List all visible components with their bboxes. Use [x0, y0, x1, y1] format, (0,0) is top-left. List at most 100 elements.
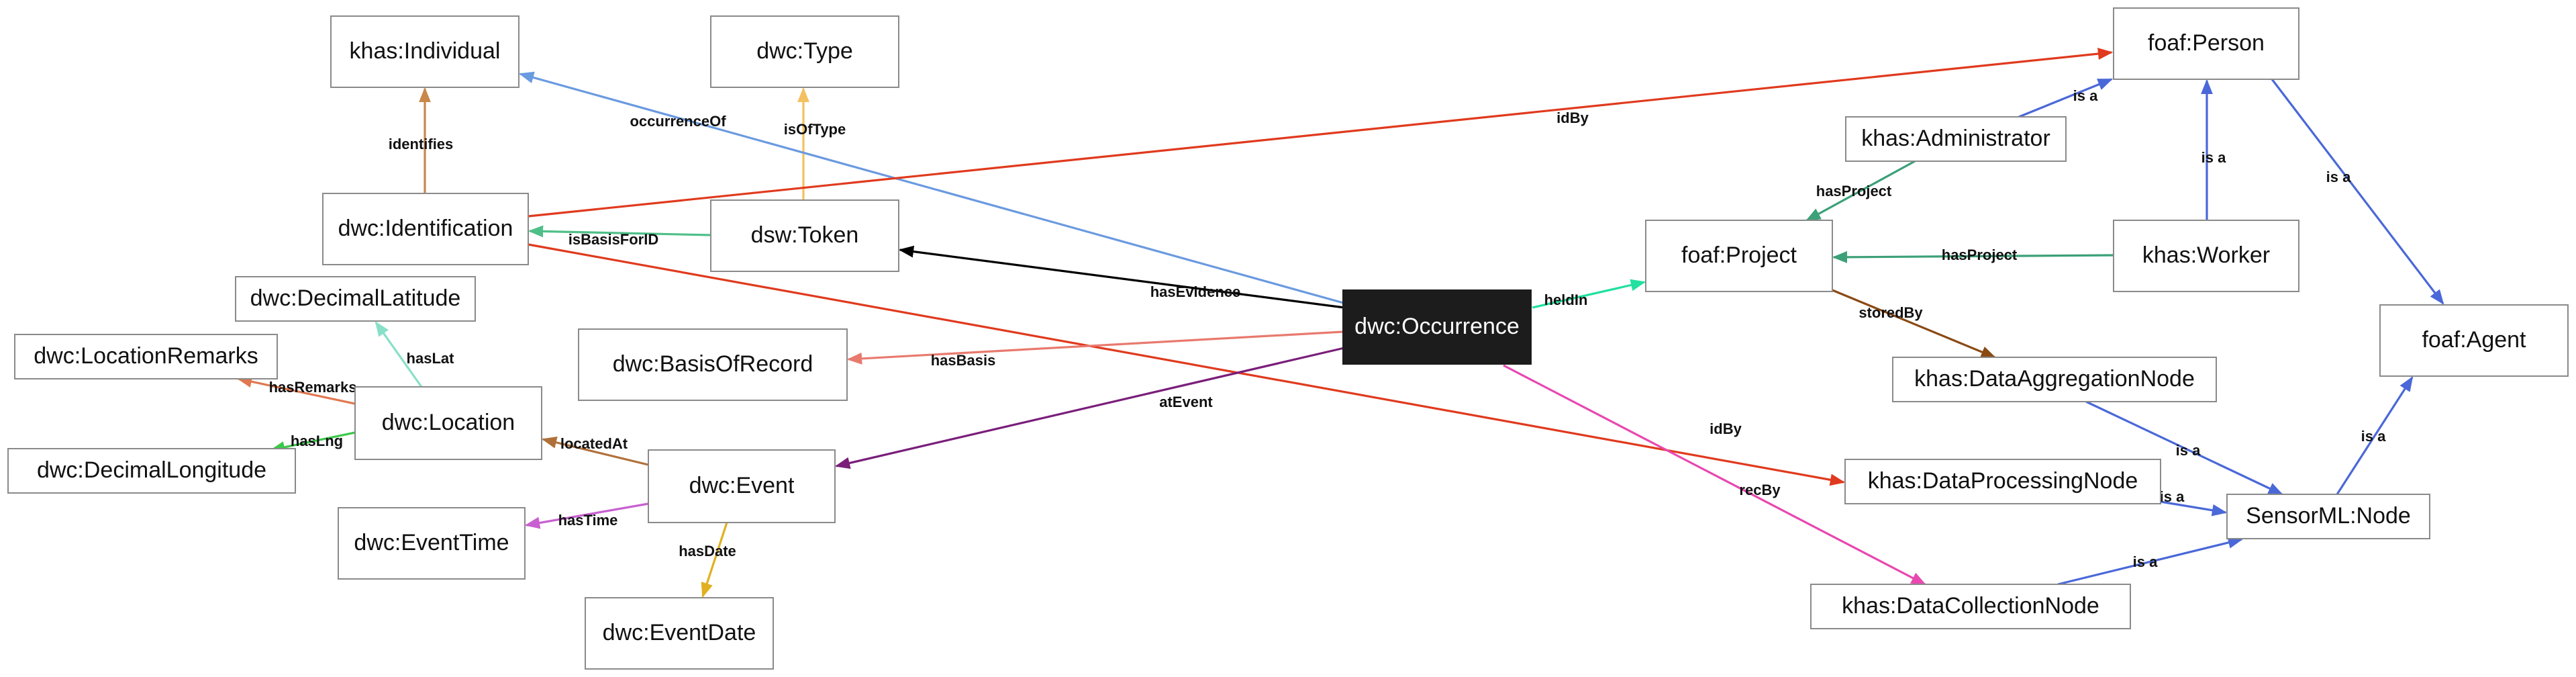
edge-label-aggregation-is-a-node: is a: [2176, 442, 2201, 459]
node-label: dwc:Occurrence: [1354, 314, 1520, 339]
node-box: [710, 15, 899, 88]
edge-label-has-date: hasDate: [679, 543, 736, 559]
node-box: [585, 597, 774, 670]
edge-has-lat: [375, 321, 423, 388]
node-basis-of-record[interactable]: dwc:BasisOfRecord: [578, 328, 848, 401]
edge-label-worker-is-a-person: is a: [2201, 149, 2226, 166]
node-data-collection-node[interactable]: khas:DataCollectionNode: [1810, 584, 2131, 629]
node-label: dsw:Token: [751, 222, 859, 248]
node-data-aggregation-node[interactable]: khas:DataAggregationNode: [1892, 357, 2217, 402]
edge-label-at-event: atEvent: [1159, 394, 1213, 410]
node-box: [1845, 116, 2067, 162]
node-label: khas:DataProcessingNode: [1868, 468, 2138, 494]
node-type[interactable]: dwc:Type: [710, 15, 899, 88]
node-label: dwc:EventDate: [603, 620, 756, 645]
node-occurrence[interactable]: dwc:Occurrence: [1342, 289, 1532, 365]
node-label: foaf:Project: [1681, 242, 1797, 268]
node-box: [1844, 459, 2161, 504]
node-box: [1892, 357, 2217, 402]
edge-held-in: [1532, 279, 1646, 309]
node-label: dwc:LocationRemarks: [34, 343, 258, 369]
edge-label-idby-processing: idBy: [1710, 420, 1742, 437]
node-box: [7, 448, 296, 494]
node-event-time[interactable]: dwc:EventTime: [338, 507, 526, 580]
edge-stored-by: [1832, 289, 1997, 359]
node-administrator[interactable]: khas:Administrator: [1845, 116, 2067, 162]
node-token[interactable]: dsw:Token: [710, 199, 899, 272]
edge-label-admin-is-a-person: is a: [2073, 87, 2098, 104]
node-label: dwc:Type: [756, 38, 853, 64]
edge-label-has-evidence: hasEvidence: [1150, 283, 1241, 300]
edges-layer: [236, 48, 2444, 598]
node-event[interactable]: dwc:Event: [648, 449, 836, 523]
edge-label-held-in: heldIn: [1544, 291, 1588, 308]
edge-label-collection-is-a-node: is a: [2133, 553, 2158, 570]
node-box: [338, 507, 526, 580]
node-box: [1342, 289, 1532, 365]
node-label: khas:Individual: [350, 38, 501, 64]
node-box: [1645, 220, 1833, 292]
node-box: [2226, 494, 2430, 539]
node-box: [330, 15, 519, 88]
node-data-processing-node[interactable]: khas:DataProcessingNode: [1844, 459, 2161, 504]
node-box: [710, 199, 899, 272]
edge-processing-is-a-node: [2160, 500, 2228, 516]
edge-label-worker-has-project: hasProject: [1942, 246, 2018, 263]
edge-has-date: [701, 522, 728, 598]
edge-label-rec-by: recBy: [1739, 482, 1781, 498]
edge-label-has-remarks: hasRemarks: [269, 379, 357, 396]
node-label: dwc:Location: [382, 410, 515, 435]
node-label: foaf:Person: [2148, 30, 2265, 56]
node-label: dwc:Identification: [338, 216, 513, 241]
edge-label-admin-has-project: hasProject: [1816, 183, 1892, 199]
node-project[interactable]: foaf:Project: [1645, 220, 1833, 292]
node-label: SensorML:Node: [2246, 503, 2411, 529]
edge-located-at: [541, 437, 649, 466]
edge-rec-by: [1503, 364, 1926, 586]
edge-label-has-basis: hasBasis: [931, 352, 996, 369]
node-box: [578, 328, 848, 401]
edge-label-occurrence-of: occurrenceOf: [630, 113, 726, 130]
node-box: [235, 276, 476, 322]
node-location-remarks[interactable]: dwc:LocationRemarks: [14, 334, 278, 379]
node-sensorml-node[interactable]: SensorML:Node: [2226, 494, 2430, 539]
node-event-date[interactable]: dwc:EventDate: [585, 597, 774, 670]
node-person[interactable]: foaf:Person: [2113, 7, 2299, 80]
node-decimal-longitude[interactable]: dwc:DecimalLongitude: [7, 448, 296, 494]
edge-has-lng: [269, 431, 356, 453]
node-box: [648, 449, 836, 523]
edge-label-processing-is-a-node: is a: [2160, 488, 2185, 505]
edge-label-located-at: locatedAt: [560, 435, 628, 452]
node-worker[interactable]: khas:Worker: [2113, 220, 2299, 292]
node-label: dwc:EventTime: [354, 530, 509, 555]
edge-node-is-a-agent: [2336, 376, 2414, 495]
node-label: dwc:Event: [689, 473, 795, 498]
node-location[interactable]: dwc:Location: [354, 386, 542, 460]
edge-has-remarks: [236, 375, 358, 406]
edge-person-is-a-agent: [2271, 79, 2444, 305]
edge-has-time: [524, 502, 649, 529]
edge-has-evidence: [898, 245, 1345, 309]
node-label: dwc:DecimalLatitude: [250, 285, 461, 311]
node-individual[interactable]: khas:Individual: [330, 15, 519, 88]
edge-label-stored-by: storedBy: [1859, 304, 1923, 321]
node-label: khas:Worker: [2142, 242, 2270, 268]
edge-has-basis: [846, 330, 1344, 365]
edge-aggregation-is-a-node: [2085, 400, 2284, 496]
edge-label-is-of-type: isOfType: [784, 121, 846, 138]
node-box: [2113, 7, 2299, 80]
node-label: khas:DataCollectionNode: [1842, 593, 2099, 619]
node-label: dwc:DecimalLongitude: [37, 457, 266, 483]
node-box: [354, 386, 542, 460]
node-label: foaf:Agent: [2422, 327, 2526, 353]
node-decimal-latitude[interactable]: dwc:DecimalLatitude: [235, 276, 476, 322]
edge-label-person-is-a-agent: is a: [2326, 169, 2351, 185]
edge-idby-processing: [528, 243, 1846, 486]
edge-occurrence-of: [518, 71, 1346, 305]
node-agent[interactable]: foaf:Agent: [2379, 304, 2569, 377]
edge-label-has-lat: hasLat: [407, 350, 455, 367]
node-box: [322, 193, 529, 265]
node-identification[interactable]: dwc:Identification: [322, 193, 529, 265]
